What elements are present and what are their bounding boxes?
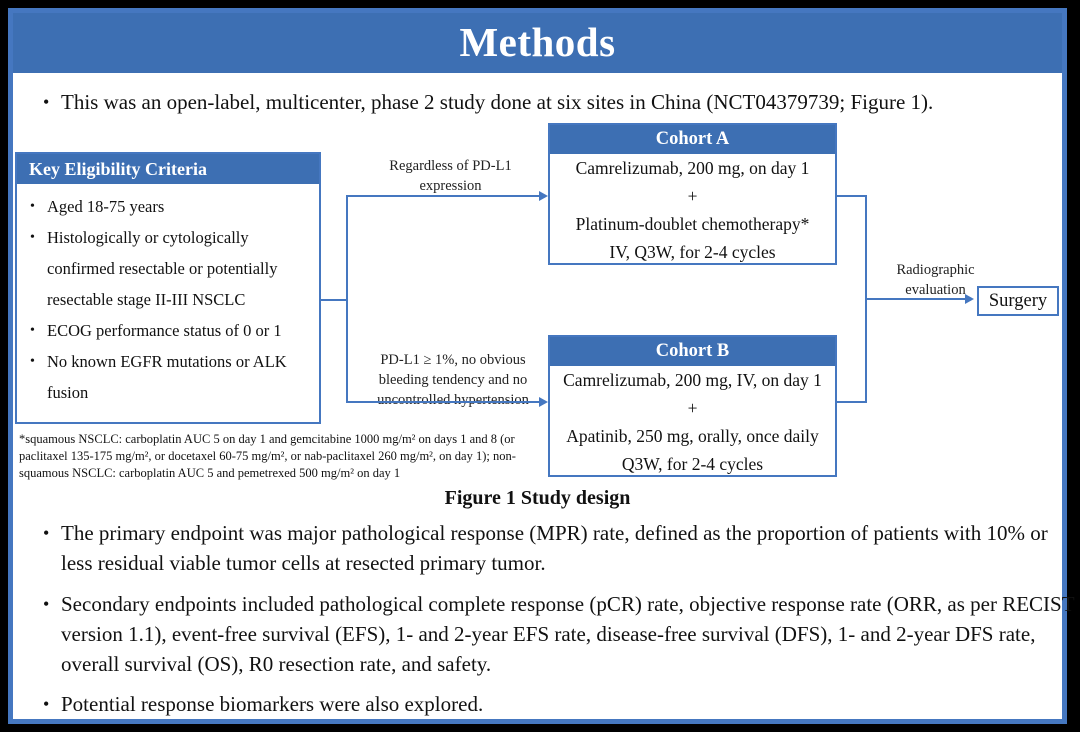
eligibility-item: •ECOG performance status of 0 or 1	[17, 315, 313, 346]
page-title: Methods	[459, 19, 616, 65]
connector-cohort-a-out	[837, 195, 867, 197]
chemo-footnote: *squamous NSCLC: carboplatin AUC 5 on da…	[19, 432, 516, 480]
eligibility-list: •Aged 18-75 years •Histologically or cyt…	[17, 184, 319, 408]
cohort-b-line: Camrelizumab, 200 mg, IV, on day 1	[563, 370, 822, 390]
cohort-b-line: +	[687, 398, 698, 418]
eligibility-item: •Aged 18-75 years	[17, 191, 313, 222]
cohort-a-line: IV, Q3W, for 2-4 cycles	[609, 242, 776, 262]
eligibility-item: •Histologically or cytologically confirm…	[17, 222, 313, 315]
radiographic-evaluation-label: Radiographic evaluation	[896, 262, 975, 298]
biomarkers-text: Potential response biomarkers were also …	[61, 692, 484, 716]
bullet-dot: •	[43, 694, 50, 714]
cohort-b-line: Apatinib, 250 mg, orally, once daily	[566, 426, 819, 446]
bullet-dot: •	[30, 354, 35, 369]
methods-slide: Methods • This was an open-label, multic…	[8, 8, 1074, 724]
bullet-dot: •	[43, 92, 50, 112]
cohort-a-header: Cohort A	[550, 125, 835, 154]
eligibility-box: Key Eligibility Criteria •Aged 18-75 yea…	[15, 152, 321, 424]
connector-to-cohort-b	[346, 401, 540, 403]
connector-branch-vertical	[346, 195, 348, 403]
connector-cohort-b-out	[837, 401, 867, 403]
surgery-label: Surgery	[988, 291, 1048, 311]
secondary-endpoints-text: Secondary endpoints included pathologica…	[61, 592, 1075, 676]
eligibility-item: •No known EGFR mutations or ALK fusion	[17, 346, 313, 408]
intro-bullet-text: This was an open-label, multicenter, pha…	[61, 90, 934, 114]
connector-to-cohort-a	[346, 195, 540, 197]
connector-eligibility-out	[319, 299, 347, 301]
eligibility-header: Key Eligibility Criteria	[17, 154, 319, 184]
biomarkers-bullet: • Potential response biomarkers were als…	[29, 689, 1080, 719]
bullet-dot: •	[30, 230, 35, 245]
cohort-a-line: Platinum-doublet chemotherapy*	[575, 214, 810, 234]
branch-label-top: Regardless of PD-L1 expression	[389, 158, 512, 194]
cohort-a-line: Camrelizumab, 200 mg, on day 1	[575, 158, 810, 178]
figure-caption: Figure 1 Study design	[444, 487, 631, 509]
connector-to-surgery	[866, 298, 966, 300]
secondary-endpoints-bullet: • Secondary endpoints included pathologi…	[29, 589, 1080, 679]
title-bar: Methods	[13, 13, 1062, 73]
bullet-dot: •	[30, 199, 35, 214]
arrowhead-surgery-icon	[965, 294, 974, 304]
bullet-dot: •	[30, 323, 35, 338]
cohort-a-line: +	[687, 186, 698, 206]
primary-endpoint-text: The primary endpoint was major pathologi…	[61, 521, 1048, 575]
cohort-a-box: Cohort A Camrelizumab, 200 mg, on day 1 …	[548, 123, 837, 265]
cohort-b-line: Q3W, for 2-4 cycles	[621, 454, 764, 474]
primary-endpoint-bullet: • The primary endpoint was major patholo…	[29, 518, 1080, 578]
intro-bullet: • This was an open-label, multicenter, p…	[29, 87, 1080, 117]
arrowhead-cohort-a-icon	[539, 191, 548, 201]
bullet-dot: •	[43, 594, 50, 614]
cohort-b-box: Cohort B Camrelizumab, 200 mg, IV, on da…	[548, 335, 837, 477]
bullet-dot: •	[43, 523, 50, 543]
arrowhead-cohort-b-icon	[539, 397, 548, 407]
branch-label-bottom: PD-L1 ≥ 1%, no obvious bleeding tendency…	[377, 352, 529, 408]
surgery-box: Surgery	[977, 286, 1059, 316]
cohort-b-header: Cohort B	[550, 337, 835, 366]
